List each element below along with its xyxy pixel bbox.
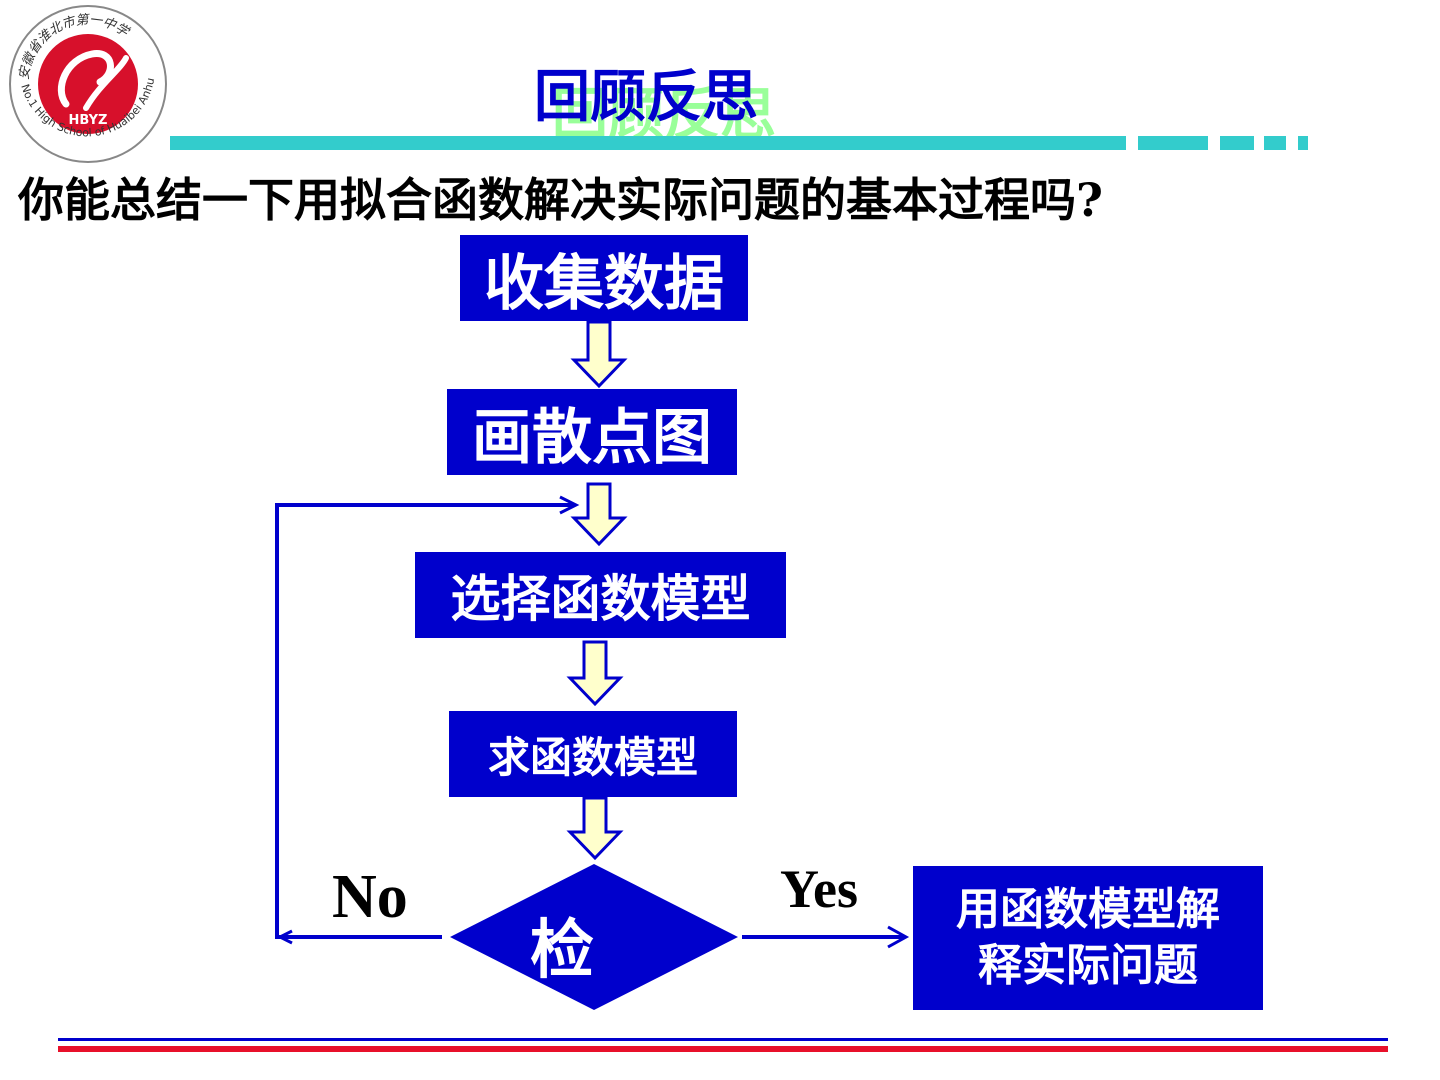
step-collect-data: 收集数据 <box>460 235 748 321</box>
step-choose-model: 选择函数模型 <box>415 552 786 638</box>
school-logo: 安徽省淮北市第一中学 No.1 High School of Huaibei A… <box>2 0 170 164</box>
footer-line-blue <box>58 1038 1388 1041</box>
down-arrow <box>570 320 628 389</box>
header-bar <box>170 136 1126 150</box>
page-title: 回顾反思 <box>534 65 758 130</box>
header-bar-dash <box>1264 136 1286 150</box>
step-interpret-line2: 释实际问题 <box>978 940 1198 991</box>
down-arrow <box>566 796 624 861</box>
step-interpret: 用函数模型解 释实际问题 <box>913 866 1263 1010</box>
yes-label: Yes <box>780 859 858 919</box>
check-diamond <box>450 864 738 1010</box>
question-text: 你能总结一下用拟合函数解决实际问题的基本过程吗? <box>18 173 1103 227</box>
header-bar-dash <box>1220 136 1254 150</box>
header-bar-dash <box>1298 136 1308 150</box>
step-solve-model: 求函数模型 <box>449 711 737 797</box>
no-loop-arrow <box>275 495 580 945</box>
check-label: 检验 <box>530 913 594 1074</box>
down-arrow <box>566 640 624 707</box>
logo-badge: HBYZ <box>69 113 108 128</box>
header-bar-dash <box>1138 136 1208 150</box>
no-label: No <box>332 863 408 931</box>
step-draw-scatter: 画散点图 <box>447 389 737 475</box>
down-arrow <box>570 482 628 547</box>
yes-arrow <box>742 925 910 949</box>
footer-line-red <box>58 1046 1388 1052</box>
step-interpret-line1: 用函数模型解 <box>956 884 1220 935</box>
